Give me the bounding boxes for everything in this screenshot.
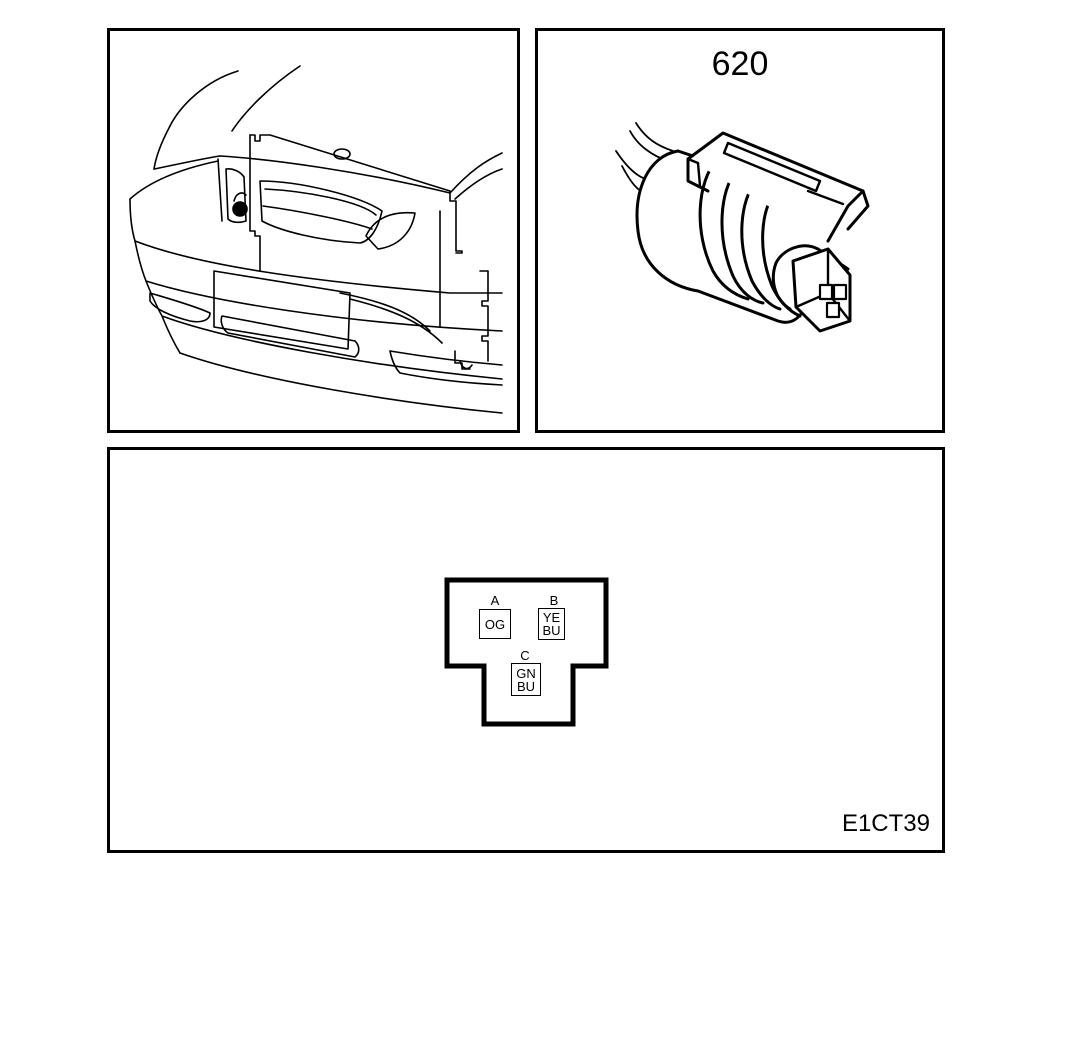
pin-a-letter: A bbox=[490, 593, 500, 608]
pin-b-color-1: YE bbox=[542, 610, 561, 625]
connector-face-outline bbox=[444, 577, 609, 727]
component-number: 620 bbox=[711, 45, 769, 83]
pin-b-letter: B bbox=[549, 593, 559, 608]
pin-c-box: GN BU bbox=[511, 663, 541, 696]
pin-b-color-2: BU bbox=[542, 623, 561, 638]
pin-b-box: YE BU bbox=[538, 608, 565, 640]
car-front-illustration bbox=[129, 65, 503, 414]
diagram-code: E1CT39 bbox=[841, 810, 930, 837]
pin-a-color-1: OG bbox=[484, 616, 506, 632]
pin-c-color-2: BU bbox=[516, 678, 536, 694]
connector-illustration bbox=[615, 122, 870, 333]
pinout-view: A OG B YE BU C GN BU E1CT39 bbox=[107, 447, 945, 853]
car-location-view bbox=[107, 28, 520, 433]
pin-c-color-1: GN bbox=[516, 665, 536, 681]
connector-view: 620 bbox=[535, 28, 945, 433]
pin-a-box: OG bbox=[479, 609, 511, 639]
pin-c-letter: C bbox=[520, 648, 530, 663]
